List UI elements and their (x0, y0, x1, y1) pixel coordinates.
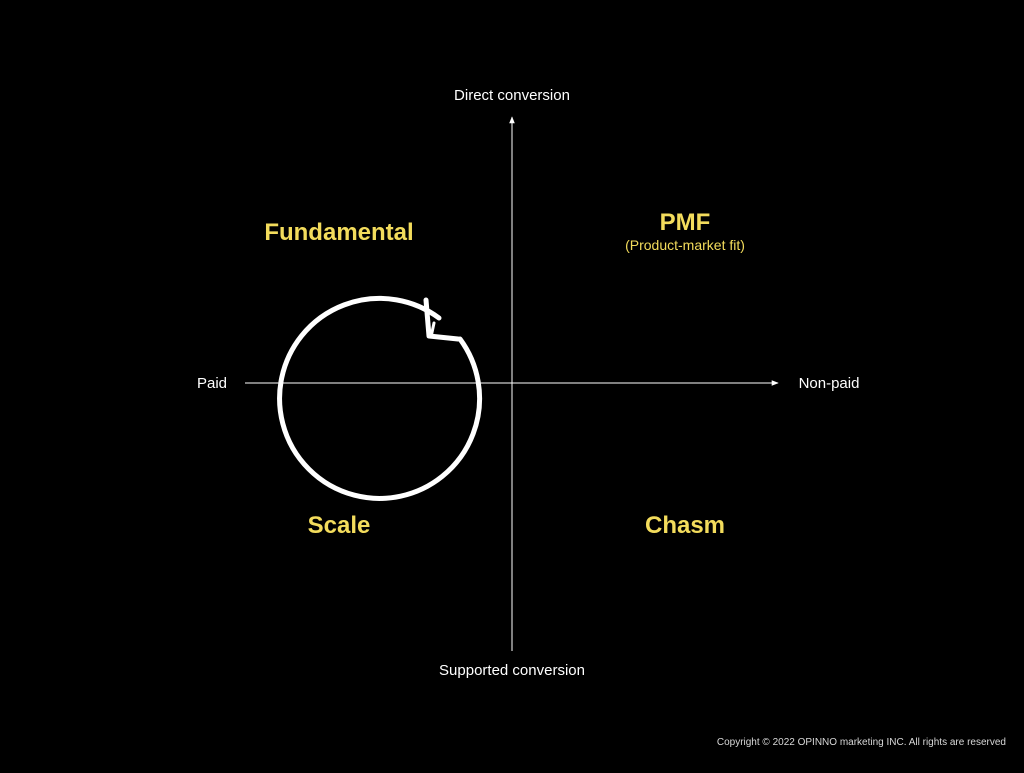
quadrant-scale: Scale (308, 512, 371, 540)
quadrant-title-chasm: Chasm (644, 512, 726, 539)
quadrant-title-scale: Scale (307, 512, 371, 539)
quadrant-title-pmf: PMF (659, 209, 711, 236)
axis-label-non-paid: Non-paid (798, 375, 860, 392)
quadrant-fundamental: Fundamental (264, 219, 413, 247)
quadrant-subtitle-pmf: (Product-market fit) (625, 237, 745, 253)
axis-label-paid: Paid (196, 375, 228, 392)
copyright-notice: Copyright © 2022 OPINNO marketing INC. A… (716, 737, 1006, 748)
quadrant-title-fundamental: Fundamental (264, 219, 414, 246)
axis-label-supported-conversion: Supported conversion (439, 662, 585, 679)
quadrant-pmf: PMF (Product-market fit) (625, 209, 745, 253)
axis-label-direct-conversion: Direct conversion (454, 87, 570, 104)
quadrant-chasm: Chasm (645, 512, 725, 540)
circular-arrow-icon (277, 295, 483, 501)
